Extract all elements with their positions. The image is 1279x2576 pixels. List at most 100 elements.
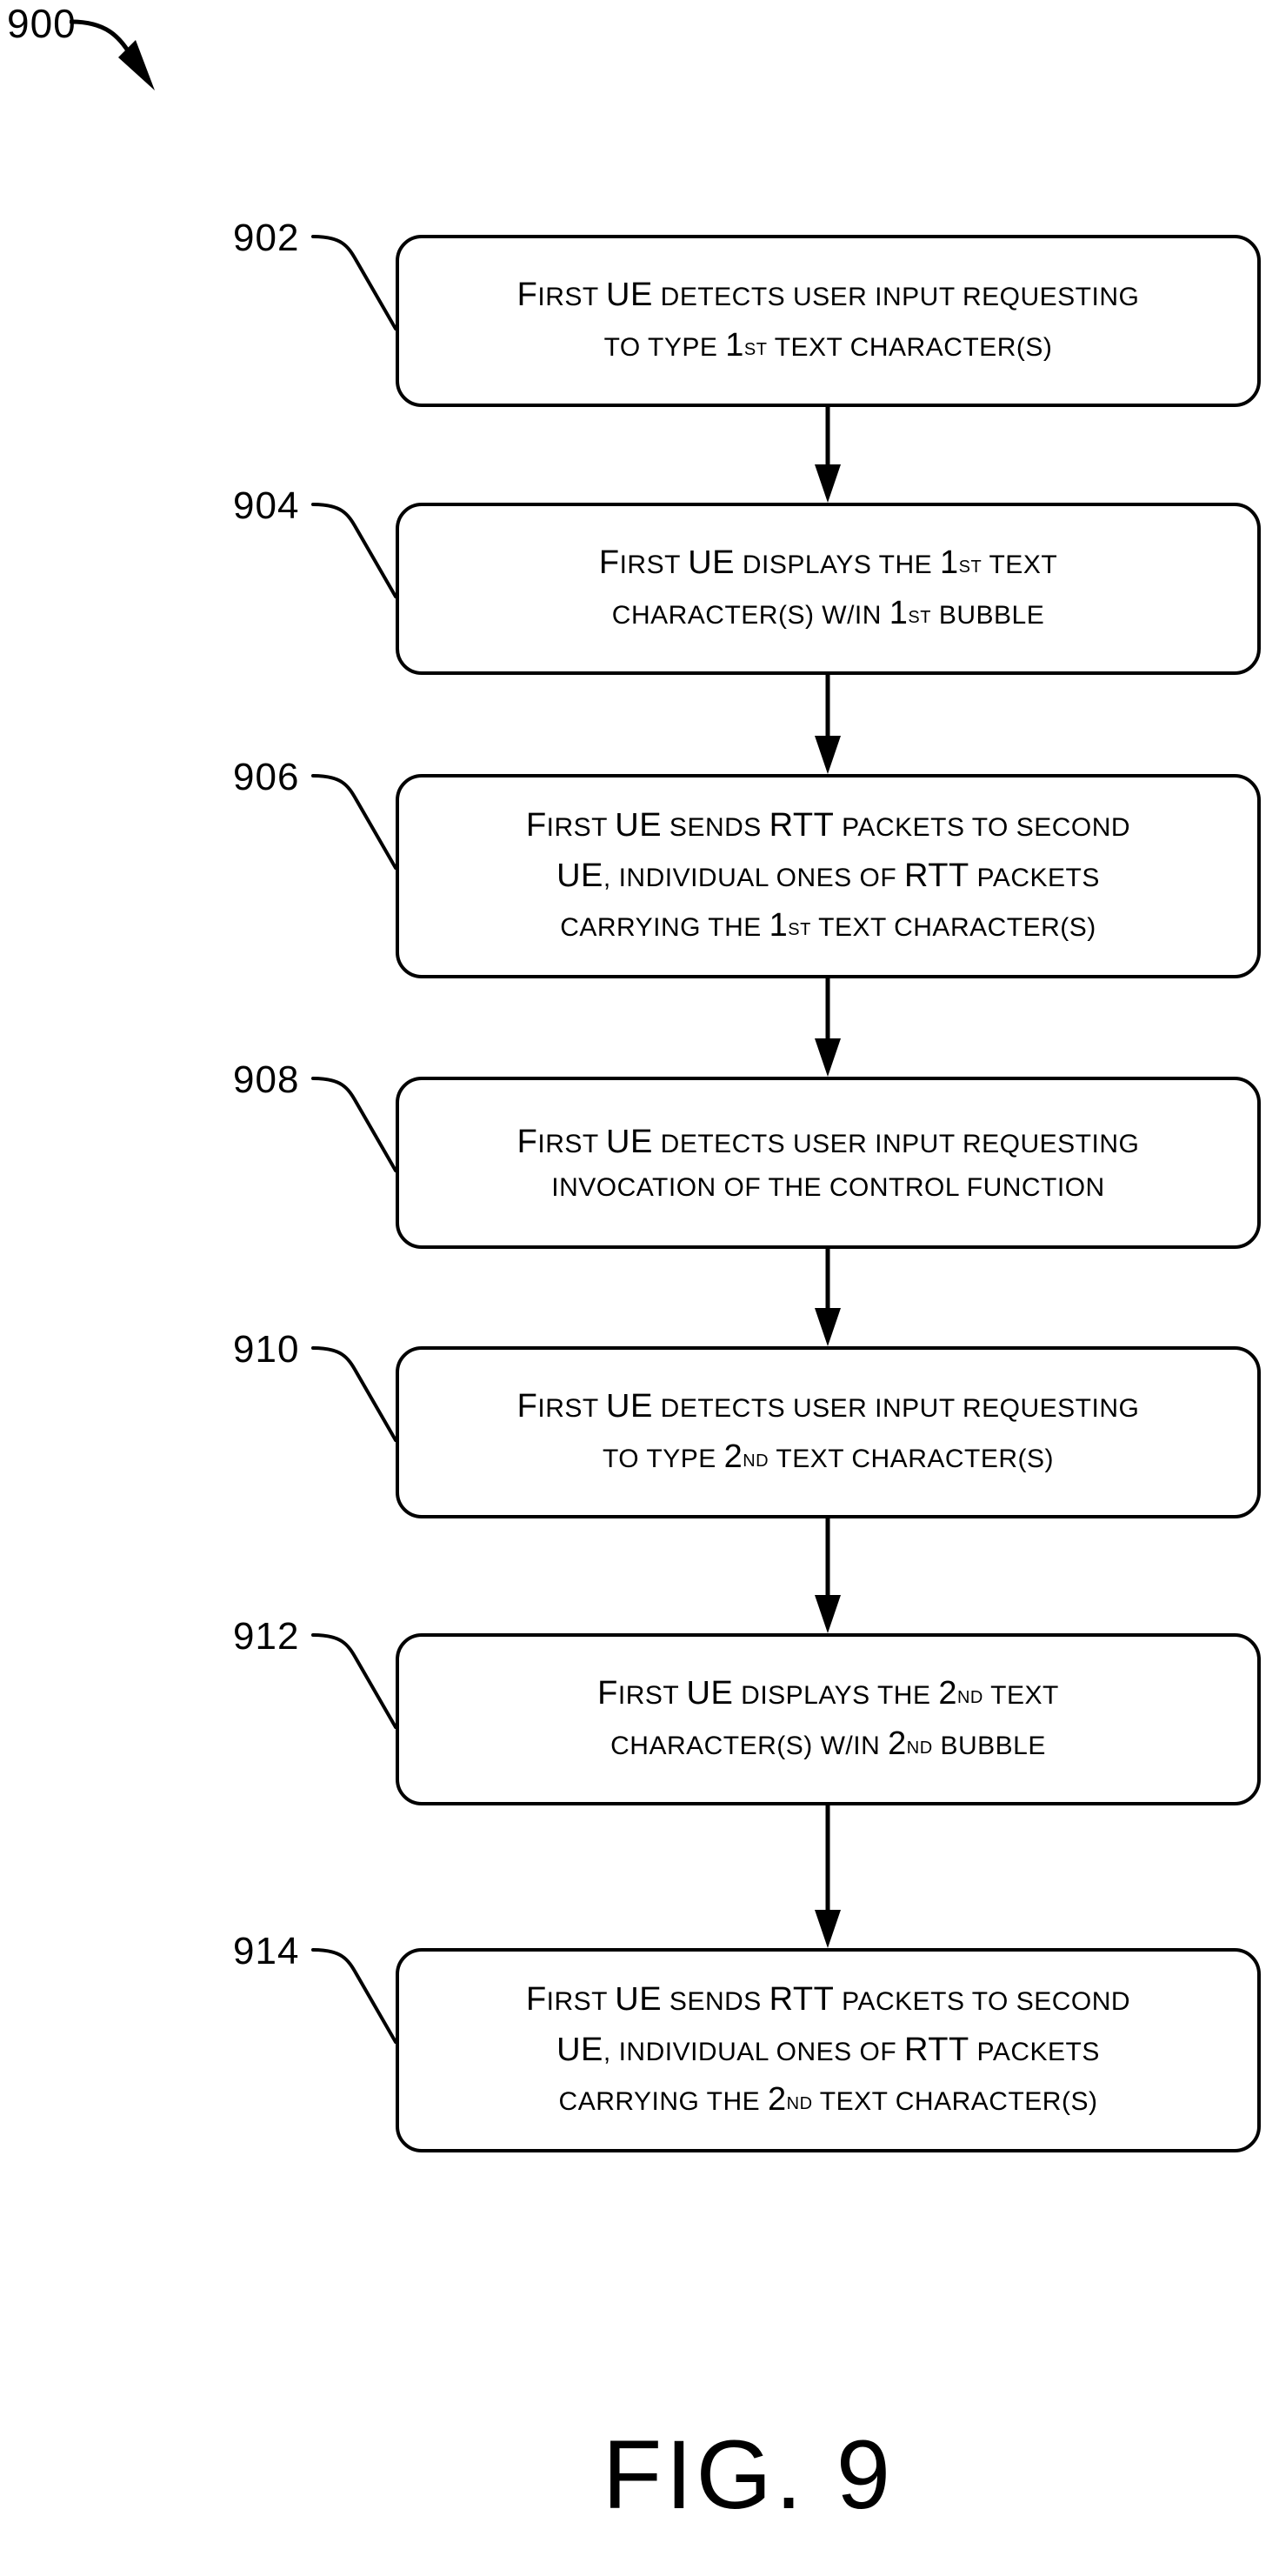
flow-step-line: FIRST UE DISPLAYS THE 1ST TEXT xyxy=(599,538,1057,589)
flow-step-line: FIRST UE DISPLAYS THE 2ND TEXT xyxy=(597,1669,1059,1719)
text-run: IRST xyxy=(617,1681,687,1711)
text-run: SENDS xyxy=(662,1986,769,2016)
text-run: CARRYING THE xyxy=(560,913,769,943)
text-run: ND xyxy=(786,2094,813,2114)
step-reference-leader-line-910 xyxy=(311,1346,397,1442)
text-run: ND xyxy=(906,1738,933,1758)
text-run: UE xyxy=(615,806,663,844)
text-run: PACKETS TO SECOND xyxy=(834,1986,1131,2016)
flow-step-line: CARRYING THE 1ST TEXT CHARACTER(S) xyxy=(526,901,1130,951)
step-reference-number-912: 912 xyxy=(233,1615,300,1658)
flow-step-line: FIRST UE SENDS RTT PACKETS TO SECOND xyxy=(526,1975,1130,2025)
step-reference-number-914: 914 xyxy=(233,1930,300,1972)
flow-step-line: UE, INDIVIDUAL ONES OF RTT PACKETS xyxy=(526,851,1130,902)
step-reference-leader-line-912 xyxy=(311,1633,397,1729)
text-run: ST xyxy=(958,557,983,577)
text-run: CHARACTER(S) W/IN xyxy=(610,1732,889,1760)
figure-reference-number: 900 xyxy=(7,1,77,46)
flow-step-line: FIRST UE SENDS RTT PACKETS TO SECOND xyxy=(526,801,1130,851)
step-reference-number-910: 910 xyxy=(233,1328,300,1371)
text-run: UE xyxy=(606,277,653,314)
text-run: TEXT CHARACTER(S) xyxy=(767,333,1053,362)
figure-reference-arrow-icon xyxy=(70,19,155,90)
flow-step-line: FIRST UE DETECTS USER INPUT REQUESTING xyxy=(517,1118,1140,1168)
figure-caption: FIG. 9 xyxy=(602,2420,895,2529)
text-run: RTT xyxy=(904,2031,969,2068)
text-run: SENDS xyxy=(662,812,769,842)
flow-connector-arrow-908-to-910 xyxy=(815,1249,841,1346)
flow-step-line: FIRST UE DETECTS USER INPUT REQUESTING xyxy=(517,270,1140,321)
text-run: PACKETS TO SECOND xyxy=(834,812,1131,842)
text-run: F xyxy=(516,1388,538,1425)
step-reference-leader-line-914 xyxy=(311,1948,397,2044)
text-run: CARRYING THE xyxy=(558,2087,768,2117)
text-run: , INDIVIDUAL ONES OF xyxy=(603,2037,905,2066)
text-run: RTT xyxy=(769,1980,835,2018)
step-reference-number-902: 902 xyxy=(233,217,300,259)
text-run: ST xyxy=(743,340,768,359)
flow-connector-arrow-912-to-914 xyxy=(815,1805,841,1948)
flow-connector-arrow-910-to-912 xyxy=(815,1518,841,1633)
flow-step-line: CARRYING THE 2ND TEXT CHARACTER(S) xyxy=(526,2075,1130,2126)
text-run: ND xyxy=(956,1688,983,1708)
flow-step-box-902: FIRST UE DETECTS USER INPUT REQUESTING TO… xyxy=(396,235,1261,407)
flow-step-line: UE, INDIVIDUAL ONES OF RTT PACKETS xyxy=(526,2025,1130,2076)
step-reference-leader-line-904 xyxy=(311,503,397,598)
text-run: 1 xyxy=(889,595,909,631)
step-reference-number-906: 906 xyxy=(233,756,300,798)
text-run: DETECTS USER INPUT REQUESTING xyxy=(652,283,1140,312)
text-run: TEXT xyxy=(983,1681,1059,1711)
text-run: , INDIVIDUAL ONES OF xyxy=(603,863,905,892)
text-run: TO TYPE xyxy=(603,333,726,362)
text-run: ST xyxy=(788,920,811,940)
text-run: UE xyxy=(686,1675,734,1712)
text-run: IRST xyxy=(537,1394,607,1424)
text-run: F xyxy=(525,806,547,844)
text-run: DISPLAYS THE xyxy=(735,551,940,580)
text-run: DISPLAYS THE xyxy=(733,1681,939,1711)
text-run: 2 xyxy=(938,1675,957,1712)
text-run: F xyxy=(516,277,538,314)
text-run: IRST xyxy=(619,551,689,580)
text-run: 2 xyxy=(767,2081,787,2119)
text-run: ND xyxy=(743,1452,769,1471)
step-reference-number-904: 904 xyxy=(233,484,300,527)
text-run: UE xyxy=(615,1980,663,2018)
step-reference-number-908: 908 xyxy=(233,1058,300,1101)
text-run: F xyxy=(598,544,620,582)
text-run: 2 xyxy=(723,1438,743,1475)
step-reference-leader-line-902 xyxy=(311,235,397,330)
text-run: TO TYPE xyxy=(602,1445,724,1473)
step-reference-leader-line-908 xyxy=(311,1077,397,1172)
text-run: F xyxy=(525,1980,547,2018)
text-run: 1 xyxy=(769,907,789,944)
text-run: IRST xyxy=(537,283,607,312)
text-run: BUBBLE xyxy=(932,1732,1046,1760)
text-run: IRST xyxy=(546,812,616,842)
flow-connector-arrow-906-to-908 xyxy=(815,978,841,1077)
text-run: TEXT xyxy=(982,551,1058,580)
text-run: F xyxy=(597,1675,618,1712)
text-run: TEXT CHARACTER(S) xyxy=(812,2087,1098,2117)
step-reference-leader-line-906 xyxy=(311,774,397,870)
text-run: DETECTS USER INPUT REQUESTING xyxy=(652,1130,1140,1159)
text-run: ST xyxy=(908,608,931,627)
text-run: IRST xyxy=(537,1130,607,1159)
flow-connector-arrow-904-to-906 xyxy=(815,675,841,774)
flow-step-line: CHARACTER(S) W/IN 2ND BUBBLE xyxy=(597,1719,1059,1770)
flow-connector-arrow-902-to-904 xyxy=(815,407,841,503)
flow-step-line: FIRST UE DETECTS USER INPUT REQUESTING xyxy=(517,1382,1140,1432)
text-run: UE xyxy=(556,857,603,894)
text-run: RTT xyxy=(904,857,969,894)
text-run: TEXT CHARACTER(S) xyxy=(769,1445,1055,1473)
text-run: PACKETS xyxy=(969,863,1100,892)
flow-step-line: TO TYPE 2ND TEXT CHARACTER(S) xyxy=(517,1432,1140,1483)
